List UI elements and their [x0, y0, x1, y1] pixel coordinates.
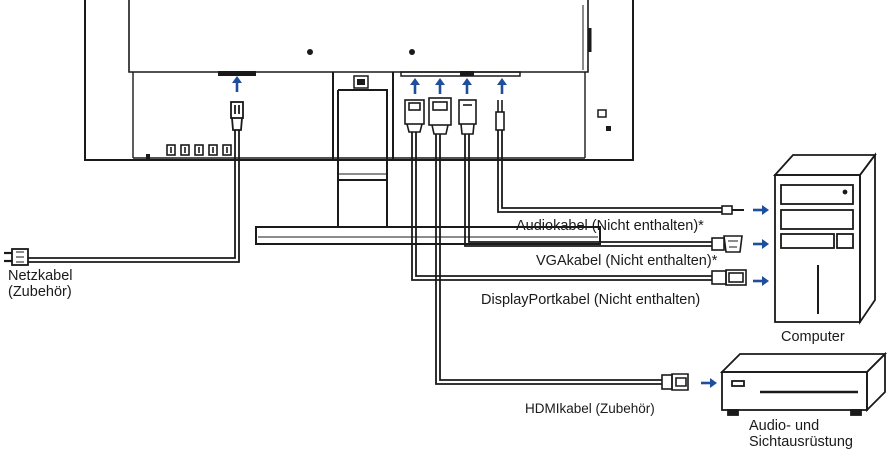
- arrow-right-vga: [753, 239, 769, 249]
- monitor-lower-housing: [132, 72, 586, 158]
- vga-cable-line: [464, 134, 712, 247]
- arrow-right-hdmi: [701, 378, 717, 388]
- arrow-right-audio: [753, 205, 769, 215]
- displayport-cable-label: DisplayPortkabel (Nicht enthalten): [481, 292, 701, 308]
- monitor-connectors: [404, 97, 505, 135]
- stand: [255, 72, 601, 245]
- vga-cable-label: VGAkabel (Nicht enthalten)*: [536, 253, 718, 269]
- computer-label: Computer: [781, 329, 845, 345]
- monitor-back-panel: [128, 0, 589, 73]
- displayport-cable-line: [411, 132, 712, 281]
- arrow-right-displayport: [753, 276, 769, 286]
- hdmi-cable-label: HDMIkabel (Zubehör): [525, 401, 655, 416]
- monitor-frame: [84, 0, 634, 161]
- audio-cable-line: [497, 130, 722, 213]
- power-cable: [4, 101, 244, 266]
- stand-base: [255, 226, 601, 245]
- arrow-up-hdmi: [435, 78, 445, 94]
- arrow-up-vga: [462, 78, 472, 94]
- screw-hole: [409, 49, 415, 55]
- arrow-up-power: [232, 76, 242, 92]
- power-cable-label: Netzkabel (Zubehör): [8, 268, 73, 300]
- signal-cables: [411, 130, 722, 385]
- hdmi-cable-line: [435, 134, 662, 385]
- av-equipment-label: Audio- und Sichtausrüstung: [749, 418, 853, 450]
- cable-end-connectors: [661, 205, 747, 391]
- screw-hole: [307, 49, 313, 55]
- audio-cable-label: Audiokabel (Nicht enthalten)*: [516, 218, 704, 234]
- control-buttons: [166, 144, 232, 156]
- av-equipment-icon: [719, 351, 887, 416]
- computer-icon: [772, 152, 877, 325]
- arrow-up-displayport: [410, 78, 420, 94]
- arrow-up-audio: [497, 78, 507, 94]
- power-inlet: [218, 71, 256, 76]
- monitor: [84, 0, 634, 161]
